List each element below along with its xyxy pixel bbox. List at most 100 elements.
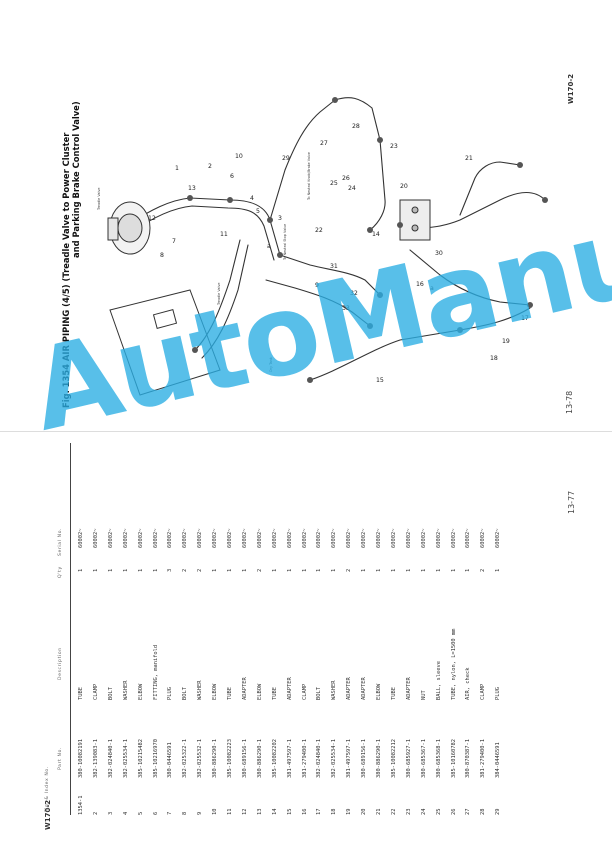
callout-33: 33: [342, 305, 350, 312]
cell-qty: 1: [271, 568, 278, 572]
callout-31: 31: [330, 263, 338, 270]
cell-serial: 60002~: [212, 528, 219, 548]
cell-serial: 60002~: [465, 528, 472, 548]
callout-18: 18: [490, 355, 498, 362]
cell-serial: 60002~: [92, 528, 99, 548]
cell-description: WASHER: [331, 680, 338, 700]
cell-qty: 2: [480, 568, 487, 572]
cell-index: 9: [197, 811, 204, 815]
header-serial-no: Serial No.: [58, 527, 63, 556]
cell-index: 27: [465, 808, 472, 816]
cell-description: BALL, sleeve: [435, 661, 442, 700]
cell-part-no: 385-10160782: [450, 739, 457, 778]
callout-16: 16: [416, 281, 424, 288]
cell-serial: 60002~: [78, 528, 84, 548]
callout-32: 32: [350, 290, 358, 297]
cell-qty: 2: [197, 568, 204, 572]
cell-part-no: 384-0446591: [495, 742, 502, 778]
cell-part-no: 380-870387-1: [465, 739, 472, 778]
cell-serial: 60002~: [286, 528, 293, 548]
callout-22: 22: [315, 227, 323, 234]
callout-11: 11: [220, 231, 228, 238]
cell-description: ADAPTER: [361, 677, 368, 700]
cell-qty: 2: [182, 568, 189, 572]
cell-part-no: 382-025534-1: [122, 739, 129, 778]
cell-index: 28: [480, 808, 487, 816]
cell-serial: 60002~: [346, 528, 353, 548]
cell-index: 5: [137, 811, 144, 815]
cell-serial: 60002~: [435, 528, 442, 548]
cell-serial: 60002~: [227, 528, 233, 548]
cell-qty: 1: [405, 568, 412, 572]
cell-serial: 60002~: [376, 528, 382, 548]
cell-qty: 2: [256, 568, 263, 572]
cell-part-no: 385-10216970: [152, 739, 159, 778]
cell-part-no: 381-279400-1: [480, 739, 487, 778]
cell-qty: 1: [495, 568, 502, 572]
cell-description: TUBE: [390, 687, 397, 700]
callout-19: 19: [502, 338, 510, 345]
cell-description: TUBE: [78, 687, 84, 700]
callout-28: 28: [352, 123, 360, 130]
cell-index: 26: [450, 808, 457, 816]
cell-qty: 1: [450, 568, 457, 572]
callout-24: 24: [348, 185, 356, 192]
cell-qty: 1: [137, 568, 144, 572]
callout-1: 1: [175, 165, 179, 172]
callout-9: 9: [315, 282, 319, 289]
cell-qty: 1: [286, 568, 293, 572]
callout-23: 23: [390, 143, 398, 150]
cell-index: 14: [271, 808, 278, 816]
callout-a-1: a: [267, 243, 271, 250]
cell-qty: 1: [390, 568, 397, 572]
cell-part-no: 380-685368-1: [435, 739, 442, 778]
callout-10: 10: [235, 153, 243, 160]
cell-qty: 1: [122, 568, 129, 572]
cell-qty: 1: [376, 568, 382, 572]
header-description: Description: [58, 647, 63, 680]
cell-part-no: 385-10082212: [390, 739, 397, 778]
cell-index: 24: [420, 808, 427, 816]
callout-4: 4: [250, 195, 254, 202]
cell-part-no: 385-10082223: [227, 739, 233, 778]
cell-serial: 60002~: [301, 528, 308, 548]
dry-tank-shape: [109, 289, 221, 396]
cell-serial: 60002~: [420, 528, 427, 548]
cell-description: BOLT: [182, 687, 189, 700]
cell-index: 15: [286, 808, 293, 816]
callout-17: 17: [521, 315, 529, 322]
cell-description: NUT: [420, 690, 427, 700]
cell-part-no: 385-10215482: [137, 739, 144, 778]
cell-description: CLAMP: [301, 683, 308, 700]
cell-description: BOLT: [107, 687, 114, 700]
cell-qty: 1: [227, 568, 233, 572]
cell-part-no: 380-0446591: [167, 742, 174, 778]
cell-serial: 60002~: [241, 528, 248, 548]
cell-qty: 1: [465, 568, 472, 572]
cell-qty: 1: [241, 568, 248, 572]
note-to-brake: To Neutral Stop Valve: [283, 224, 287, 261]
cell-description: ADAPTER: [241, 677, 248, 700]
note-dry-tank: Dry Tank: [269, 357, 273, 372]
cell-description: ADAPTER: [405, 677, 412, 700]
cell-description: ELBOW: [212, 683, 219, 700]
cell-description: WASHER: [122, 680, 129, 700]
cell-index: 11: [227, 808, 233, 816]
cell-qty: 1: [361, 568, 368, 572]
cell-part-no: 381-497597-1: [286, 739, 293, 778]
cell-part-no: 382-024840-1: [316, 739, 323, 778]
cell-description: ADAPTER: [346, 677, 353, 700]
page-number-top: 13-78: [565, 390, 574, 414]
callout-21: 21: [465, 155, 473, 162]
cell-serial: 60002~: [390, 528, 397, 548]
cell-part-no: 380-886290-1: [256, 739, 263, 778]
cell-qty: 1: [435, 568, 442, 572]
cell-qty: 1: [316, 568, 323, 572]
cell-index: 22: [390, 808, 397, 816]
cell-qty: 1: [420, 568, 427, 572]
callout-a-2: a: [430, 285, 434, 292]
cell-serial: 60002~: [361, 528, 368, 548]
cell-serial: 60002~: [480, 528, 487, 548]
callout-15: 15: [376, 377, 384, 384]
cell-part-no: 380-689156-1: [241, 739, 248, 778]
